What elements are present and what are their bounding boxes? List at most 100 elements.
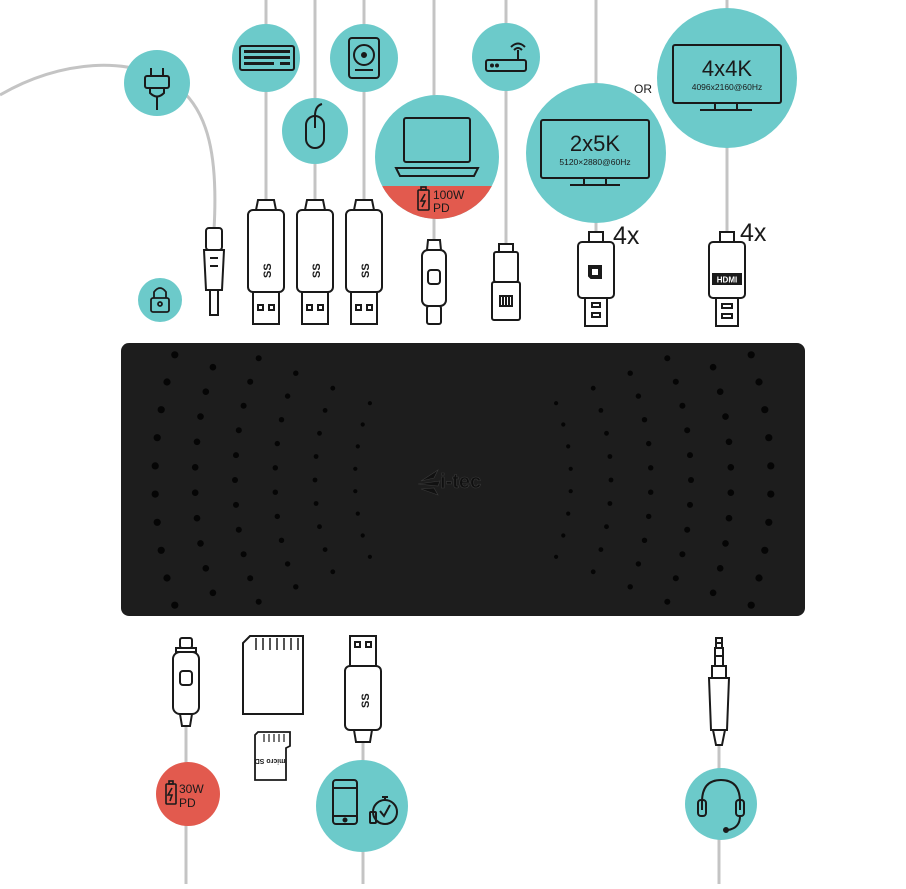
usb-a-connector-bottom: SS (344, 635, 382, 743)
vent-hole (157, 406, 165, 414)
vent-hole (761, 406, 769, 414)
router-icon (472, 23, 540, 91)
audio-jack-icon (707, 637, 731, 746)
vent-hole (202, 565, 210, 572)
vent-hole (716, 565, 724, 572)
vent-hole (274, 513, 280, 520)
vent-hole (627, 370, 633, 376)
vent-hole (604, 430, 609, 436)
brand-logo: i-tec (417, 469, 481, 496)
laptop-icon (394, 117, 480, 177)
vent-hole (755, 378, 763, 386)
vent-hole (679, 402, 686, 409)
vent-hole (240, 402, 247, 409)
or-label: OR (634, 82, 652, 96)
vent-hole (590, 569, 596, 575)
phone-power-pd: PD (179, 796, 196, 810)
vent-hole (313, 501, 319, 506)
vent-hole (353, 489, 358, 494)
vent-hole (627, 584, 633, 590)
vent-hole (725, 514, 733, 522)
vent-hole (247, 378, 254, 385)
laptop-power-icon: 100W PD (375, 95, 499, 219)
vent-hole (233, 452, 239, 459)
vent-hole (191, 464, 199, 471)
vent-hole (725, 438, 733, 446)
monitor-icon (672, 44, 782, 111)
vent-hole (191, 489, 199, 497)
vent-hole (353, 466, 358, 471)
vent-hole (235, 427, 242, 434)
vent-hole (672, 575, 679, 582)
vent-hole (590, 385, 596, 391)
vent-hole (727, 464, 735, 471)
display-4x4k-spec: 4096x2160@60Hz (692, 82, 763, 92)
vent-hole (648, 465, 654, 471)
vent-hole (193, 514, 201, 522)
usb-label: SS (311, 263, 323, 278)
vent-hole (554, 401, 559, 406)
vent-hole (598, 408, 604, 413)
vent-hole (153, 434, 161, 442)
usb-label: SS (360, 263, 372, 278)
ventilation-holes (151, 351, 775, 609)
vent-hole (561, 533, 566, 538)
hdmi-icon: HDMI (708, 231, 746, 327)
vent-hole (322, 547, 328, 552)
vent-hole (312, 477, 318, 483)
monitor-icon (540, 119, 650, 186)
docking-station-body: i-tec (121, 343, 805, 616)
keyboard-icon (232, 24, 300, 92)
vent-hole (197, 413, 204, 420)
vent-hole (716, 388, 724, 396)
vent-hole (232, 477, 238, 483)
battery-icon (417, 186, 430, 211)
usb-c-icon (172, 637, 200, 727)
vent-hole (641, 417, 648, 423)
usb-c-icon (421, 239, 447, 325)
display-2x5k-icon: 2x5K 5120×2880@60Hz (526, 83, 666, 223)
usb-a-connector-2: SS (296, 199, 334, 325)
vent-hole (293, 370, 299, 376)
power-plug-icon (124, 50, 190, 116)
vent-hole (233, 501, 239, 508)
display-4x4k-title: 4x4K (702, 56, 752, 81)
display-2x5k-spec: 5120×2880@60Hz (559, 157, 630, 167)
vent-hole (709, 363, 717, 371)
vent-hole (598, 547, 604, 552)
vent-hole (561, 422, 566, 427)
ethernet-icon (491, 243, 521, 321)
dc-power-connector (202, 227, 226, 316)
vent-hole (684, 526, 691, 533)
hdmi-count: 4x (740, 219, 767, 247)
vent-hole (709, 589, 717, 597)
vent-hole (355, 444, 360, 449)
phone-power-icon: 30W PD (156, 762, 220, 826)
vent-hole (554, 554, 559, 559)
vent-hole (284, 561, 291, 567)
vent-hole (209, 589, 217, 597)
hdmi-label: HDMI (717, 276, 737, 285)
laptop-power-watt: 100W (433, 188, 465, 202)
vent-hole (360, 422, 365, 427)
vent-hole (607, 454, 613, 459)
vent-hole (722, 540, 729, 547)
vent-hole (330, 569, 336, 575)
usb-a-connector-3: SS (345, 199, 383, 325)
vent-hole (151, 490, 159, 498)
microsd-label: micro SD (255, 757, 286, 764)
charge-clock-icon (369, 796, 398, 825)
vent-hole (747, 351, 755, 359)
vent-hole (635, 393, 642, 399)
battery-icon (165, 780, 177, 805)
vent-hole (317, 430, 322, 436)
vent-hole (360, 533, 365, 538)
vent-hole (672, 378, 679, 385)
phone-power-watt: 30W (179, 782, 204, 796)
vent-hole (202, 388, 210, 396)
vent-hole (313, 454, 319, 459)
laptop-power-pd: PD (433, 201, 450, 215)
vent-hole (664, 355, 671, 362)
vent-hole (171, 601, 179, 609)
displayport-count: 4x (613, 222, 640, 250)
